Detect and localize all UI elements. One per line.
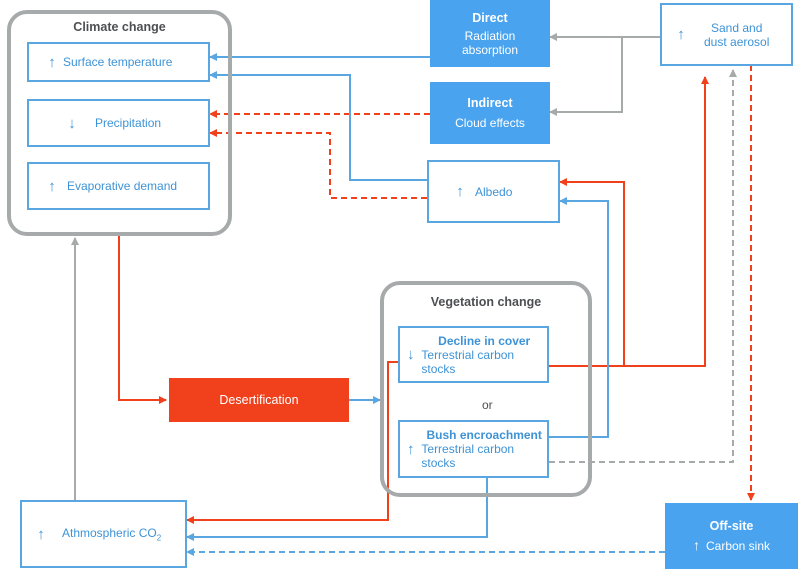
surface-temperature-label: Surface temperature bbox=[63, 55, 173, 69]
offsite-title: Off-site bbox=[709, 519, 754, 533]
atmospheric-co2-box: ↑ Athmospheric CO2 bbox=[20, 500, 187, 568]
direct-title: Direct bbox=[472, 10, 508, 25]
bush-title: Bush encroachment bbox=[426, 428, 542, 442]
albedo-box: ↑ Albedo bbox=[427, 160, 560, 223]
evaporative-demand-label: Evaporative demand bbox=[67, 179, 178, 193]
climate-change-title: Climate change bbox=[73, 20, 166, 34]
sand-dust-line2: dust aerosol bbox=[704, 34, 770, 49]
arrow-decline-to-sand bbox=[549, 76, 709, 367]
down-arrow-icon: ↓ bbox=[68, 114, 76, 132]
decline-sub: Terrestrial carbon stocks bbox=[421, 347, 515, 376]
desertification-label: Desertification bbox=[219, 393, 299, 407]
arrow-decline-to-albedo bbox=[559, 178, 625, 366]
desertification-box: Desertification bbox=[169, 378, 349, 422]
sand-dust-aerosol-box: ↑ Sand and dust aerosol bbox=[660, 3, 793, 66]
co2-subscript: 2 bbox=[156, 533, 162, 543]
sand-dust-line1: Sand and bbox=[710, 20, 763, 35]
vegetation-change-title: Vegetation change bbox=[430, 295, 542, 309]
up-arrow-icon: ↑ bbox=[677, 26, 685, 43]
arrow-bush-to-co2 bbox=[186, 478, 488, 541]
indirect-title: Indirect bbox=[467, 96, 513, 110]
offsite-box: Off-site ↑ Carbon sink bbox=[665, 503, 798, 569]
up-arrow-icon: ↑ bbox=[37, 525, 45, 543]
precipitation-box: ↓ Precipitation bbox=[27, 99, 210, 147]
arrow-albedo-to-surface-temp bbox=[209, 71, 427, 181]
up-arrow-icon: ↑ bbox=[456, 183, 464, 200]
up-arrow-icon: ↑ bbox=[692, 537, 700, 553]
decline-title: Decline in cover bbox=[438, 333, 531, 348]
atmospheric-co2-label: Athmospheric CO bbox=[62, 525, 157, 540]
offsite-label: Carbon sink bbox=[705, 539, 771, 553]
direct-line1: Radiation bbox=[464, 28, 516, 43]
or-label: or bbox=[482, 398, 493, 412]
arrow-sand-to-indirect bbox=[549, 37, 623, 116]
up-arrow-icon: ↑ bbox=[406, 440, 415, 458]
albedo-label: Albedo bbox=[475, 184, 513, 199]
indirect-box: Indirect Cloud effects bbox=[430, 82, 550, 144]
vegetation-change-group: Vegetation change bbox=[380, 281, 592, 497]
up-arrow-icon: ↑ bbox=[48, 177, 56, 195]
direct-line2: absorption bbox=[461, 42, 519, 57]
indirect-line1: Cloud effects bbox=[455, 116, 525, 130]
surface-temperature-box: ↑ Surface temperature bbox=[27, 42, 210, 82]
arrow-climate-to-desertification bbox=[118, 236, 167, 404]
decline-in-cover-box: ↓ Decline in cover Terrestrial carbon st… bbox=[398, 326, 549, 383]
arrow-decline-to-co2 bbox=[186, 361, 398, 524]
bush-encroachment-box: ↑ Bush encroachment Terrestrial carbon s… bbox=[398, 420, 549, 478]
evaporative-demand-box: ↑ Evaporative demand bbox=[27, 162, 210, 210]
precipitation-label: Precipitation bbox=[95, 116, 162, 130]
arrow-albedo-to-precipitation bbox=[209, 129, 427, 199]
up-arrow-icon: ↑ bbox=[48, 53, 56, 71]
climate-change-group: Climate change bbox=[7, 10, 232, 236]
arrow-bush-to-albedo bbox=[549, 197, 609, 438]
direct-box: Direct Radiation absorption bbox=[430, 0, 550, 67]
arrow-bush-to-sand bbox=[549, 69, 737, 463]
down-arrow-icon: ↓ bbox=[406, 346, 415, 363]
bush-sub: Terrestrial carbon stocks bbox=[421, 442, 515, 470]
